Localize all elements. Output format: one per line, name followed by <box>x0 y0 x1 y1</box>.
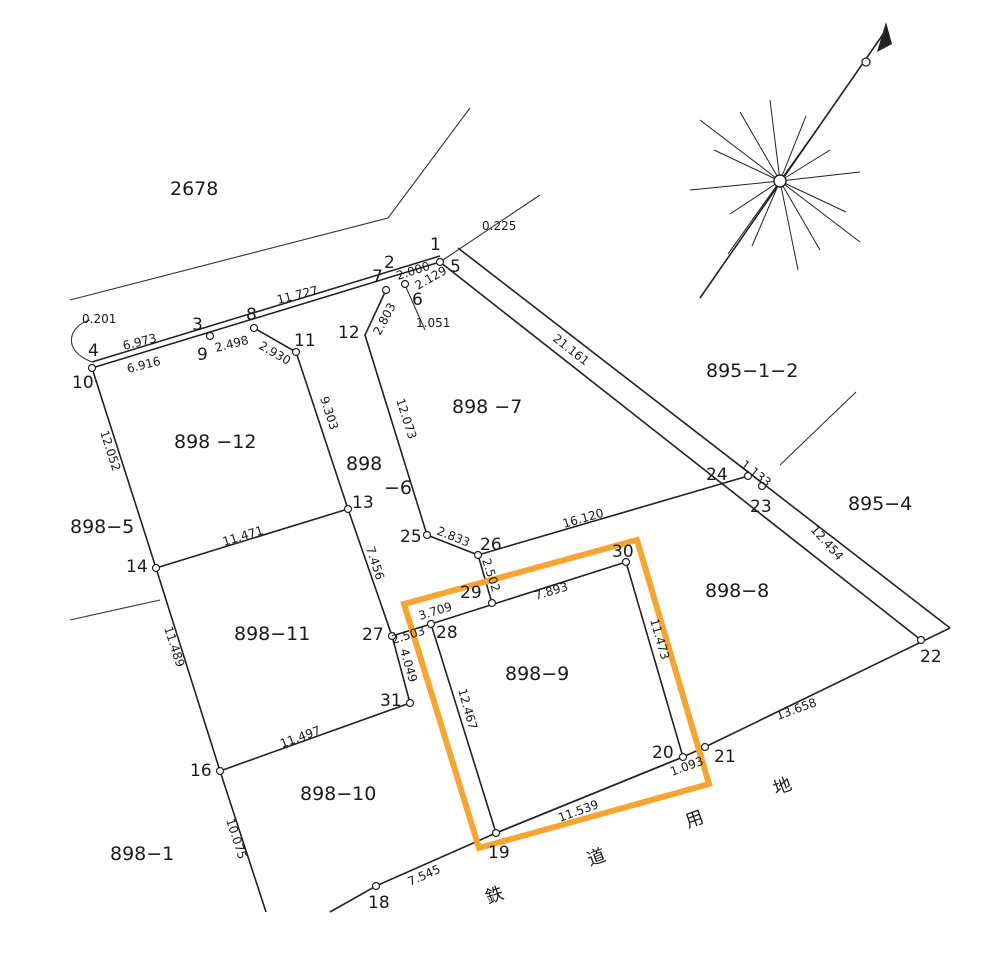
parcel-898-1: 898−1 <box>110 843 174 865</box>
dim-11727: 11 727 <box>275 283 319 307</box>
parcel-898-10: 898−10 <box>300 783 376 805</box>
dim-2503: 2.503 <box>390 623 427 646</box>
point-18: 18 <box>368 893 390 913</box>
parcel-898-6-top: 898 <box>346 453 382 475</box>
point-10: 10 <box>72 373 94 393</box>
point-16: 16 <box>190 761 212 781</box>
dim-0225: 0.225 <box>482 219 516 233</box>
highlight-frame <box>400 536 713 852</box>
point-6: 6 <box>412 290 423 310</box>
point-1: 1 <box>430 235 441 255</box>
parcel-898-9: 898−9 <box>505 663 569 685</box>
parcel-895-1-2: 895−1−2 <box>706 360 798 382</box>
point-19: 19 <box>488 843 510 863</box>
dim-12467: 12.467 <box>455 687 480 731</box>
dim-7893: 7.893 <box>533 579 570 602</box>
point-14: 14 <box>126 557 148 577</box>
point-29: 29 <box>460 583 482 603</box>
parcel-898-8: 898−8 <box>705 580 769 602</box>
point-13: 13 <box>352 493 374 513</box>
railway-char-dou: 道 <box>585 845 609 871</box>
parcel-898-11: 898−11 <box>234 623 310 645</box>
survey-points <box>87 257 926 891</box>
point-27: 27 <box>362 625 384 645</box>
dim-12073: 12.073 <box>393 397 419 441</box>
point-21: 21 <box>714 747 736 767</box>
dim-21161: 21.161 <box>550 331 592 368</box>
railway-char-chi: 地 <box>771 774 795 800</box>
point-2: 2 <box>384 253 395 273</box>
point-20: 20 <box>652 743 674 763</box>
point-31: 31 <box>380 691 402 711</box>
point-24: 24 <box>706 465 728 485</box>
dim-2498: 2.498 <box>213 333 250 355</box>
point-30: 30 <box>612 542 634 562</box>
point-26: 26 <box>480 535 502 555</box>
point-5: 5 <box>450 257 461 277</box>
north-arrow-icon <box>689 22 892 299</box>
dim-0201: 0.201 <box>82 312 116 326</box>
railway-char-you: 用 <box>683 807 707 833</box>
point-11: 11 <box>294 331 316 351</box>
parcel-898-7: 898 −7 <box>452 396 522 418</box>
point-23: 23 <box>750 497 772 517</box>
railway-char-tetsu: 鉄 <box>483 883 507 909</box>
dim-1133: 1.133 <box>738 457 774 489</box>
point-12: 12 <box>338 323 360 343</box>
point-9: 9 <box>197 345 208 365</box>
point-25: 25 <box>400 527 422 547</box>
point-7: 7 <box>372 267 383 287</box>
railway-land-labels: 地 用 道 鉄 <box>483 774 795 909</box>
parcel-2678: 2678 <box>170 178 218 200</box>
parcel-898-5: 898−5 <box>70 516 134 538</box>
parcel-895-4: 895−4 <box>848 493 912 515</box>
point-8: 8 <box>246 305 257 325</box>
parcel-labels: 2678 898 −12 898 −7 898 −6 898−5 898−11 … <box>70 178 912 865</box>
dim-2930: 2.930 <box>257 338 294 367</box>
parcel-898-6-bottom: −6 <box>384 477 412 499</box>
parcel-898-12: 898 −12 <box>174 431 256 453</box>
dim-2502: 2.502 <box>479 557 503 594</box>
dim-2803: 2.803 <box>370 300 398 337</box>
point-4: 4 <box>88 341 99 361</box>
dim-6916: 6.916 <box>125 354 162 376</box>
point-numbers: 1 2 3 4 5 6 7 8 9 10 11 12 13 14 16 18 1… <box>72 235 942 913</box>
dim-1051: 1.051 <box>416 316 450 330</box>
point-28: 28 <box>436 623 458 643</box>
dim-7545: 7.545 <box>406 862 443 889</box>
point-3: 3 <box>192 315 203 335</box>
dim-13658: 13.658 <box>774 695 818 723</box>
point-22: 22 <box>920 647 942 667</box>
dim-12052: 12.052 <box>97 429 123 473</box>
dim-11489: 11.489 <box>161 625 187 669</box>
dim-11497: 11.497 <box>278 723 322 751</box>
dim-10075: 10.075 <box>223 817 249 861</box>
dim-16120: 16.120 <box>561 506 605 531</box>
dim-11471: 11.471 <box>221 523 265 549</box>
